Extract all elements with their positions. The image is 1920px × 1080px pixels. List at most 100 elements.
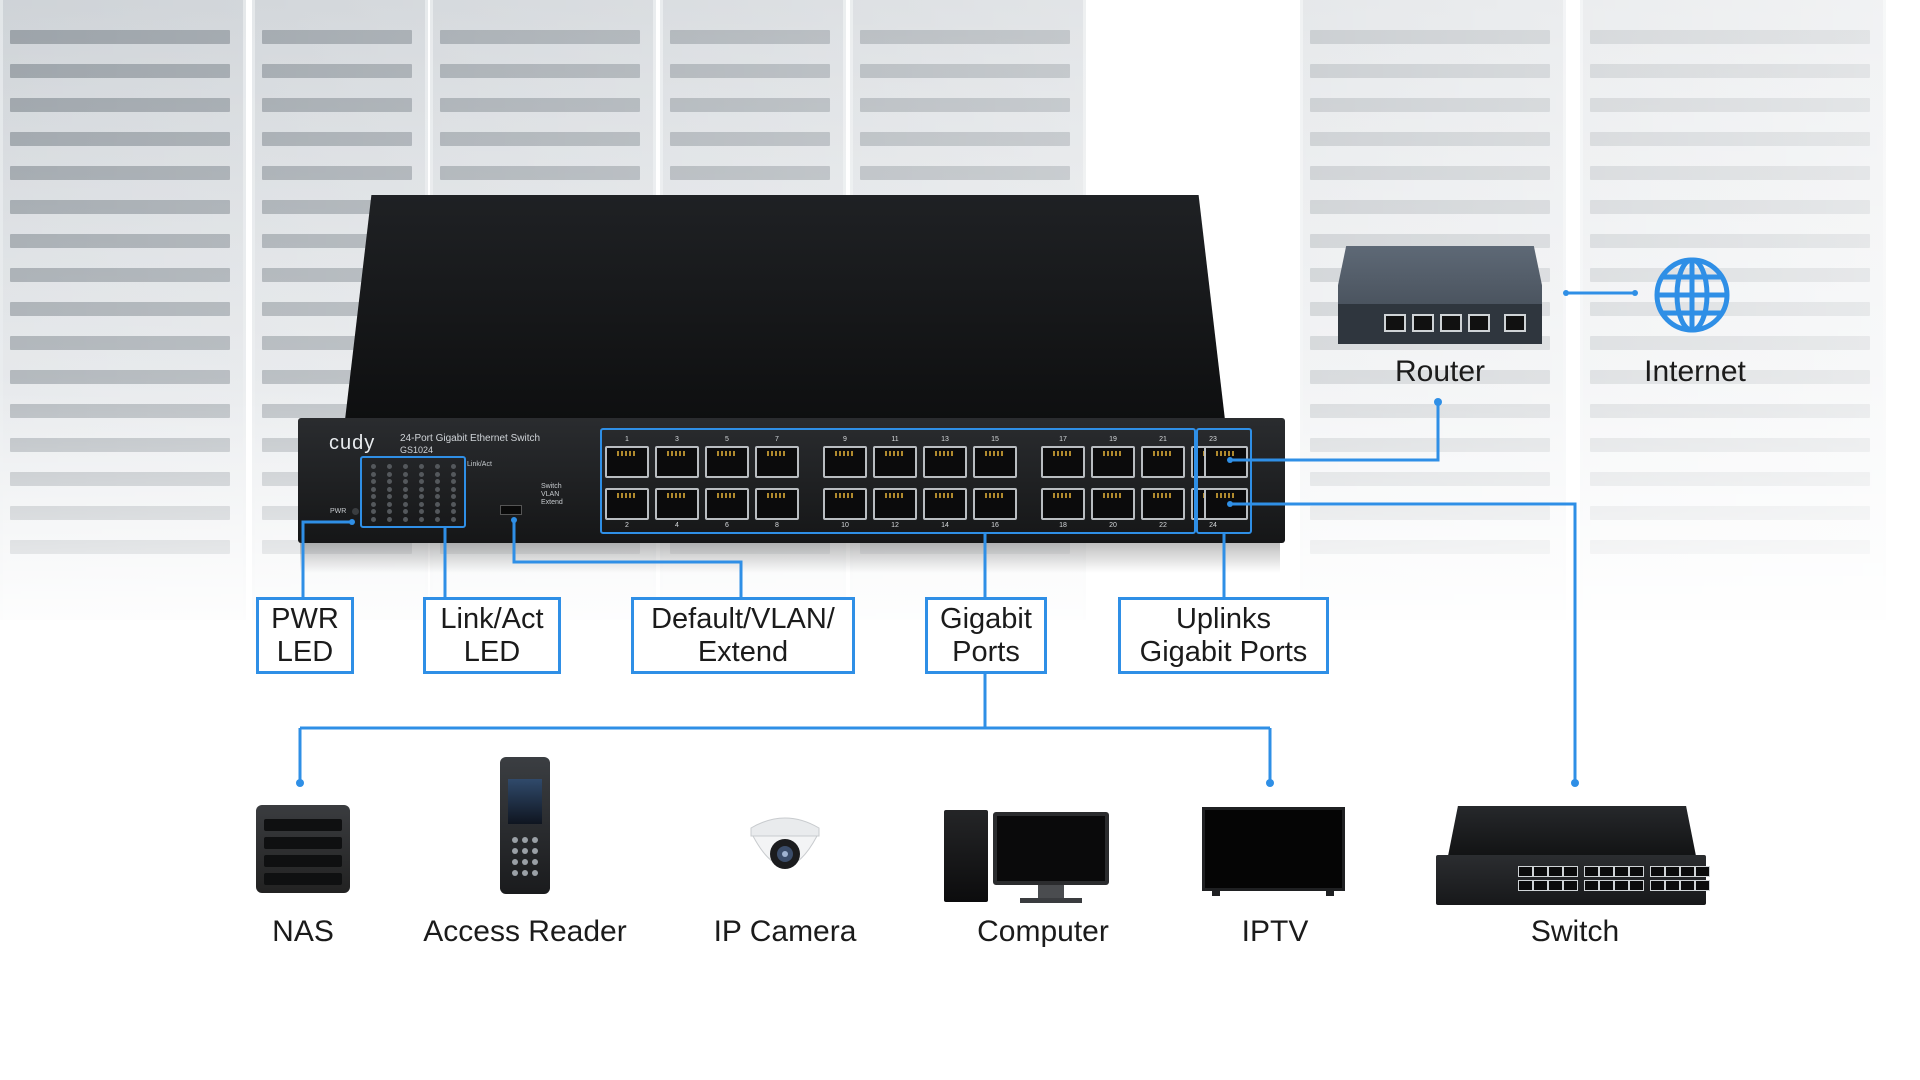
secondary-switch-port: [1563, 866, 1578, 877]
mode-switch-button[interactable]: [500, 505, 522, 515]
ethernet-port[interactable]: [1091, 488, 1135, 520]
ethernet-port[interactable]: [605, 488, 649, 520]
ethernet-port[interactable]: [1204, 446, 1248, 478]
ethernet-port[interactable]: [823, 488, 867, 520]
main-switch-top: [345, 195, 1225, 420]
port-number: 9: [843, 436, 847, 443]
router-port: [1412, 314, 1434, 332]
secondary-switch-port: [1518, 880, 1533, 891]
ethernet-port[interactable]: [655, 446, 699, 478]
main-switch-shadow: [300, 543, 1280, 573]
link-act-led: [387, 471, 392, 477]
keypad-key: [532, 837, 538, 843]
keypad-key: [512, 859, 518, 865]
computer-tower-image: [944, 810, 988, 902]
link-act-led: [419, 501, 424, 507]
link-act-highlight: [360, 456, 466, 528]
ethernet-port[interactable]: [1091, 446, 1135, 478]
iptv-foot: [1326, 890, 1334, 896]
link-act-led: [387, 509, 392, 514]
keypad-key: [532, 870, 538, 876]
mode-label-extend: Extend: [541, 499, 563, 506]
ethernet-port[interactable]: [873, 488, 917, 520]
callout-link-act-led: Link/Act LED: [423, 597, 561, 674]
link-act-led: [371, 494, 376, 499]
callout-mode-line1: Default/VLAN/: [651, 602, 835, 635]
pwr-connector: [301, 520, 352, 598]
link-act-led: [451, 494, 456, 499]
link-act-led: [371, 516, 376, 522]
computer-monitor-image: [993, 812, 1109, 885]
ethernet-port[interactable]: [973, 446, 1017, 478]
nas-bay: [264, 873, 342, 885]
secondary-switch-port: [1665, 880, 1680, 891]
link-act-led: [387, 516, 392, 522]
router-label: Router: [1394, 355, 1486, 388]
router-port: [1384, 314, 1406, 332]
line-endpoint: [1434, 398, 1442, 406]
keypad-key: [532, 859, 538, 865]
keypad-key: [522, 859, 528, 865]
link-act-led: [435, 494, 440, 499]
ethernet-port[interactable]: [923, 488, 967, 520]
link-act-led: [419, 464, 424, 469]
ethernet-port[interactable]: [823, 446, 867, 478]
port-number: 6: [725, 522, 729, 529]
callout-link-line1: Link/Act: [440, 602, 544, 635]
uplink-ports-highlight: [1196, 428, 1252, 534]
link-act-led: [419, 479, 424, 484]
ethernet-port[interactable]: [1041, 446, 1085, 478]
port-number: 5: [725, 436, 729, 443]
link-act-led: [371, 471, 376, 477]
link-act-led: [435, 486, 440, 492]
secondary-switch-top: [1448, 806, 1696, 856]
secondary-switch-port: [1563, 880, 1578, 891]
nas-bay: [264, 837, 342, 849]
port-number: 24: [1209, 522, 1217, 529]
port-number: 21: [1159, 436, 1167, 443]
port-number: 12: [891, 522, 899, 529]
globe-icon: [1654, 257, 1730, 333]
secondary-switch-port: [1680, 880, 1695, 891]
callout-link-line2: LED: [463, 635, 521, 668]
computer-monitor-base: [1020, 898, 1082, 903]
ethernet-port[interactable]: [655, 488, 699, 520]
port-number: 20: [1109, 522, 1117, 529]
line-endpoint: [349, 519, 355, 525]
mode-label-vlan: VLAN: [541, 491, 560, 498]
ethernet-port[interactable]: [605, 446, 649, 478]
secondary-switch-port: [1680, 866, 1695, 877]
link-act-led: [451, 471, 456, 477]
port-number: 8: [775, 522, 779, 529]
nas-image: [256, 805, 350, 893]
link-act-led: [387, 486, 392, 492]
port-number: 22: [1159, 522, 1167, 529]
access-reader-screen: [508, 779, 542, 824]
secondary-switch-port: [1533, 866, 1548, 877]
link-act-led: [403, 494, 408, 499]
ethernet-port[interactable]: [973, 488, 1017, 520]
line-endpoint: [1563, 290, 1569, 296]
secondary-switch-port: [1650, 880, 1665, 891]
keypad-key: [522, 848, 528, 854]
router-port: [1468, 314, 1490, 332]
ethernet-port[interactable]: [1041, 488, 1085, 520]
ethernet-port[interactable]: [1141, 446, 1185, 478]
ethernet-port[interactable]: [1141, 488, 1185, 520]
ethernet-port[interactable]: [923, 446, 967, 478]
nas-bay: [264, 819, 342, 831]
link-act-led: [403, 509, 408, 514]
ethernet-port[interactable]: [755, 488, 799, 520]
mode-labels: Switch VLAN Extend: [541, 483, 563, 507]
link-act-led: [387, 501, 392, 507]
callout-uplinks: Uplinks Gigabit Ports: [1118, 597, 1329, 674]
ethernet-port[interactable]: [705, 446, 749, 478]
keypad-key: [522, 870, 528, 876]
ethernet-port[interactable]: [705, 488, 749, 520]
line-endpoint: [1227, 457, 1233, 463]
ethernet-port[interactable]: [755, 446, 799, 478]
secondary-switch-port: [1599, 880, 1614, 891]
ethernet-port[interactable]: [873, 446, 917, 478]
